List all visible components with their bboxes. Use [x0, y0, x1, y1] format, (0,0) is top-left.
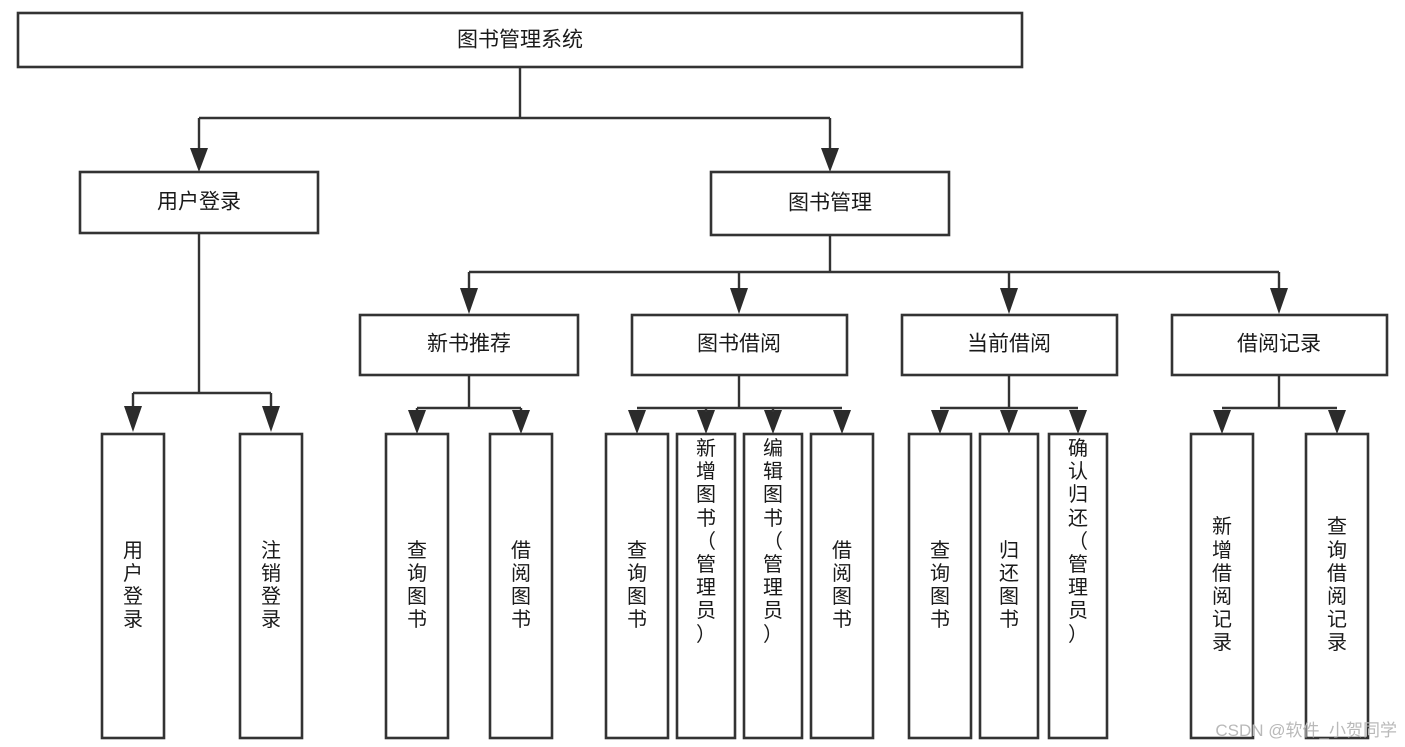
- node-book-borrow[interactable]: 图书借阅: [630, 313, 849, 377]
- arrow-leaf-add-book: [697, 410, 715, 434]
- arrow-leaf-query-book-bor: [628, 410, 646, 434]
- node-current-borrow[interactable]: 当前借阅: [900, 313, 1119, 377]
- node-leaf-add-book-box[interactable]: [675, 432, 737, 740]
- node-leaf-confirm-return-box[interactable]: [1047, 432, 1109, 740]
- node-borrow-record-label: 借阅记录: [1237, 333, 1321, 356]
- node-leaf-logout-box[interactable]: [238, 432, 304, 740]
- node-book-manage-box[interactable]: [709, 170, 951, 237]
- node-borrow-record-box[interactable]: [1170, 313, 1389, 377]
- arrow-to-book-manage: [821, 148, 839, 172]
- node-user-login-label: 用户登录: [157, 191, 241, 214]
- arrow-to-book-borrow: [730, 288, 748, 314]
- node-new-book-recommend-label: 新书推荐: [427, 333, 511, 356]
- arrow-leaf-edit-book: [764, 410, 782, 434]
- arrow-leaf-add-record: [1213, 410, 1231, 434]
- node-new-book-recommend[interactable]: 新书推荐: [358, 313, 580, 377]
- node-leaf-query-book-rec-box[interactable]: [384, 432, 450, 740]
- arrow-leaf-query-book-rec: [408, 410, 426, 434]
- node-book-borrow-box[interactable]: [630, 313, 849, 377]
- node-new-book-recommend-box[interactable]: [358, 313, 580, 377]
- node-root-label: 图书管理系统: [457, 29, 583, 52]
- node-book-manage[interactable]: 图书管理: [709, 170, 951, 237]
- node-current-borrow-box[interactable]: [900, 313, 1119, 377]
- node-book-borrow-label: 图书借阅: [697, 333, 781, 356]
- arrow-leaf-return-book: [1000, 410, 1018, 434]
- node-root[interactable]: 图书管理系统: [16, 11, 1024, 69]
- arrow-leaf-query-book-cur: [931, 410, 949, 434]
- node-leaf-query-book-cur-box[interactable]: [907, 432, 973, 740]
- node-layer: 图书管理系统 用户登录 图书管理 新书推荐 图书借阅 当前: [16, 11, 1389, 740]
- node-leaf-return-book-box[interactable]: [978, 432, 1040, 740]
- node-user-login[interactable]: 用户登录: [78, 170, 320, 235]
- node-leaf-add-record-box[interactable]: [1189, 432, 1255, 740]
- node-root-box[interactable]: [16, 11, 1024, 69]
- node-leaf-query-record-box[interactable]: [1304, 432, 1370, 740]
- node-leaf-query-book-bor-box[interactable]: [604, 432, 670, 740]
- node-leaf-user-login-box[interactable]: [100, 432, 166, 740]
- arrow-leaf-borrow-book-rec: [512, 410, 530, 434]
- arrow-to-current-borrow: [1000, 288, 1018, 314]
- arrow-leaf-user-login: [124, 406, 142, 432]
- arrow-to-user-login: [190, 148, 208, 172]
- connector-layer: [124, 67, 1346, 434]
- node-book-manage-label: 图书管理: [788, 192, 872, 215]
- arrow-leaf-query-record: [1328, 410, 1346, 434]
- node-user-login-box[interactable]: [78, 170, 320, 235]
- node-borrow-record[interactable]: 借阅记录: [1170, 313, 1389, 377]
- node-leaf-borrow-book-bor-box[interactable]: [809, 432, 875, 740]
- node-current-borrow-label: 当前借阅: [967, 333, 1051, 356]
- arrow-leaf-borrow-book-bor: [833, 410, 851, 434]
- arrow-leaf-logout: [262, 406, 280, 432]
- node-leaf-borrow-book-rec-box[interactable]: [488, 432, 554, 740]
- arrow-to-borrow-record: [1270, 288, 1288, 314]
- node-leaf-edit-book-box[interactable]: [742, 432, 804, 740]
- arrow-leaf-confirm-return: [1069, 410, 1087, 434]
- arrow-to-new-book-recommend: [460, 288, 478, 314]
